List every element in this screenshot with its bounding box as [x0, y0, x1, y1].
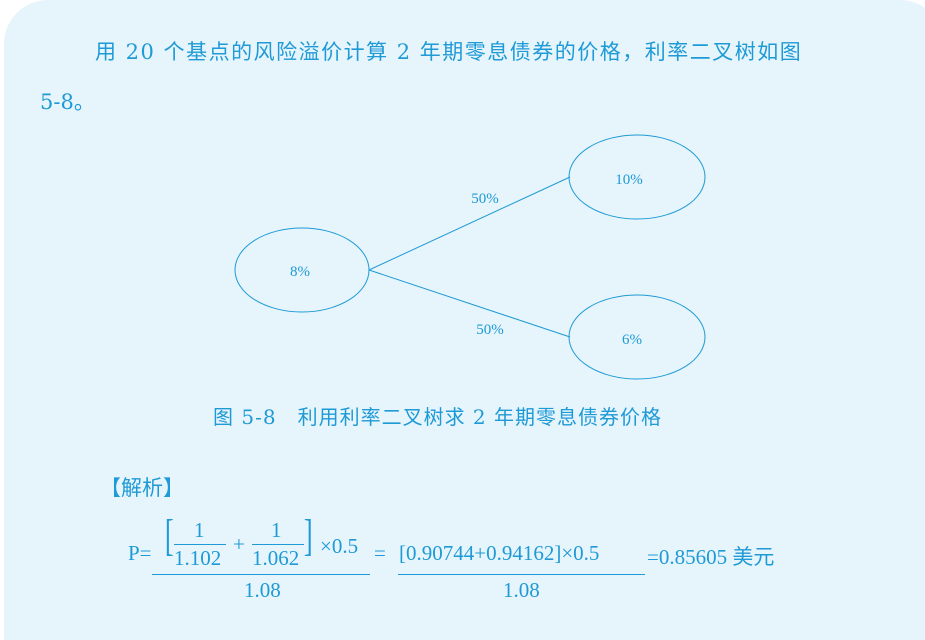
fraction2-denominator: 1.062 [252, 546, 300, 570]
intro-line-2: 5-8。 [40, 90, 95, 114]
edge-up [368, 176, 571, 271]
equals-sign: = [374, 541, 386, 565]
mid-denominator: 1.08 [503, 578, 540, 602]
content-panel [4, 0, 925, 640]
fraction1-denominator: 1.102 [174, 546, 222, 570]
times-half: ×0.5 [320, 534, 359, 558]
formula-lhs: P= [128, 541, 152, 565]
node-up-label: 10% [615, 172, 643, 188]
left-bracket: [ [164, 511, 174, 560]
edge-down [368, 269, 571, 338]
fraction1-numerator: 1 [194, 518, 205, 542]
denominator-1: 1.08 [244, 578, 281, 602]
mid-numerator: [0.90744+0.94162]×0.5 [399, 541, 600, 565]
section-title: 【解析】 [100, 476, 184, 500]
binomial-tree-diagram: 8% 10% 6% 50% 50% [234, 134, 706, 380]
figure-caption: 图 5-8 利用利率二叉树求 2 年期零息债券价格 [213, 405, 663, 429]
fraction2-numerator: 1 [271, 518, 282, 542]
prob-down-label: 50% [476, 322, 504, 338]
plus-sign: + [233, 532, 245, 556]
right-bracket: ] [303, 511, 313, 560]
prob-up-label: 50% [471, 191, 499, 207]
intro-line-1: 用 20 个基点的风险溢价计算 2 年期零息债券的价格，利率二叉树如图 [95, 40, 803, 64]
node-root-label: 8% [290, 264, 310, 280]
node-down-label: 6% [622, 332, 642, 348]
formula-result: =0.85605 美元 [647, 545, 775, 569]
